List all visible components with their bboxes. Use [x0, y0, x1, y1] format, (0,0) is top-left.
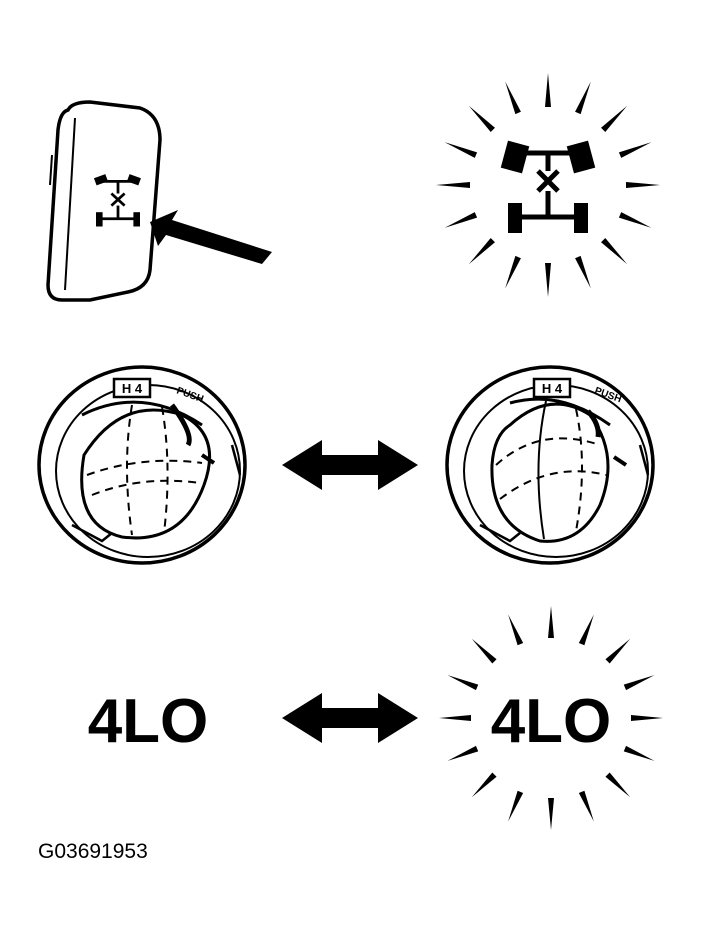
flash-ray [508, 790, 524, 822]
flash-ray [545, 73, 551, 107]
flash-ray [575, 81, 591, 115]
flash-ray [471, 638, 497, 664]
flash-ray [631, 715, 663, 721]
flash-rays-icon [439, 606, 663, 830]
flash-ray [548, 798, 554, 830]
flash-ray [447, 745, 479, 761]
flash-ray [548, 606, 554, 638]
switch-panel [46, 100, 162, 302]
flash-ray [618, 142, 652, 158]
flash-rays-icon [436, 73, 660, 297]
flash-ray [623, 675, 655, 691]
flash-ray [439, 715, 471, 721]
flash-ray [545, 263, 551, 297]
flash-ray [601, 105, 628, 132]
indicator-label-flashing: 4LO [491, 687, 612, 756]
knob-position-label: H 4 [122, 381, 143, 396]
flash-ray [623, 745, 655, 761]
flash-ray [468, 105, 495, 132]
flash-ray [444, 212, 478, 228]
flash-ray [471, 772, 497, 798]
flash-ray [505, 255, 521, 289]
arrow-icon [150, 210, 272, 264]
flash-ray [444, 142, 478, 158]
flash-ray [601, 238, 628, 265]
indicator-label: 4LO [88, 687, 209, 756]
transfer-knob-icon: H 4 PUSH [445, 365, 655, 565]
flash-ray [505, 81, 521, 115]
flash-ray [436, 182, 470, 188]
flash-ray [508, 614, 524, 646]
double-arrow-icon [282, 693, 418, 743]
knob-position-label: H 4 [542, 381, 563, 396]
four-wheel-drive-icon [93, 174, 141, 227]
transfer-knob-icon: H 4 PUSH [37, 365, 247, 565]
flash-ray [626, 182, 660, 188]
double-arrow-icon [282, 440, 418, 490]
flash-ray [618, 212, 652, 228]
flash-ray [605, 638, 631, 664]
figure-id: G03691953 [38, 840, 148, 863]
four-wheel-drive-icon [500, 140, 596, 233]
flash-ray [447, 675, 479, 691]
flash-ray [575, 255, 591, 289]
flash-ray [578, 790, 594, 822]
flash-ray [468, 238, 495, 265]
flash-ray [578, 614, 594, 646]
flash-ray [605, 772, 631, 798]
